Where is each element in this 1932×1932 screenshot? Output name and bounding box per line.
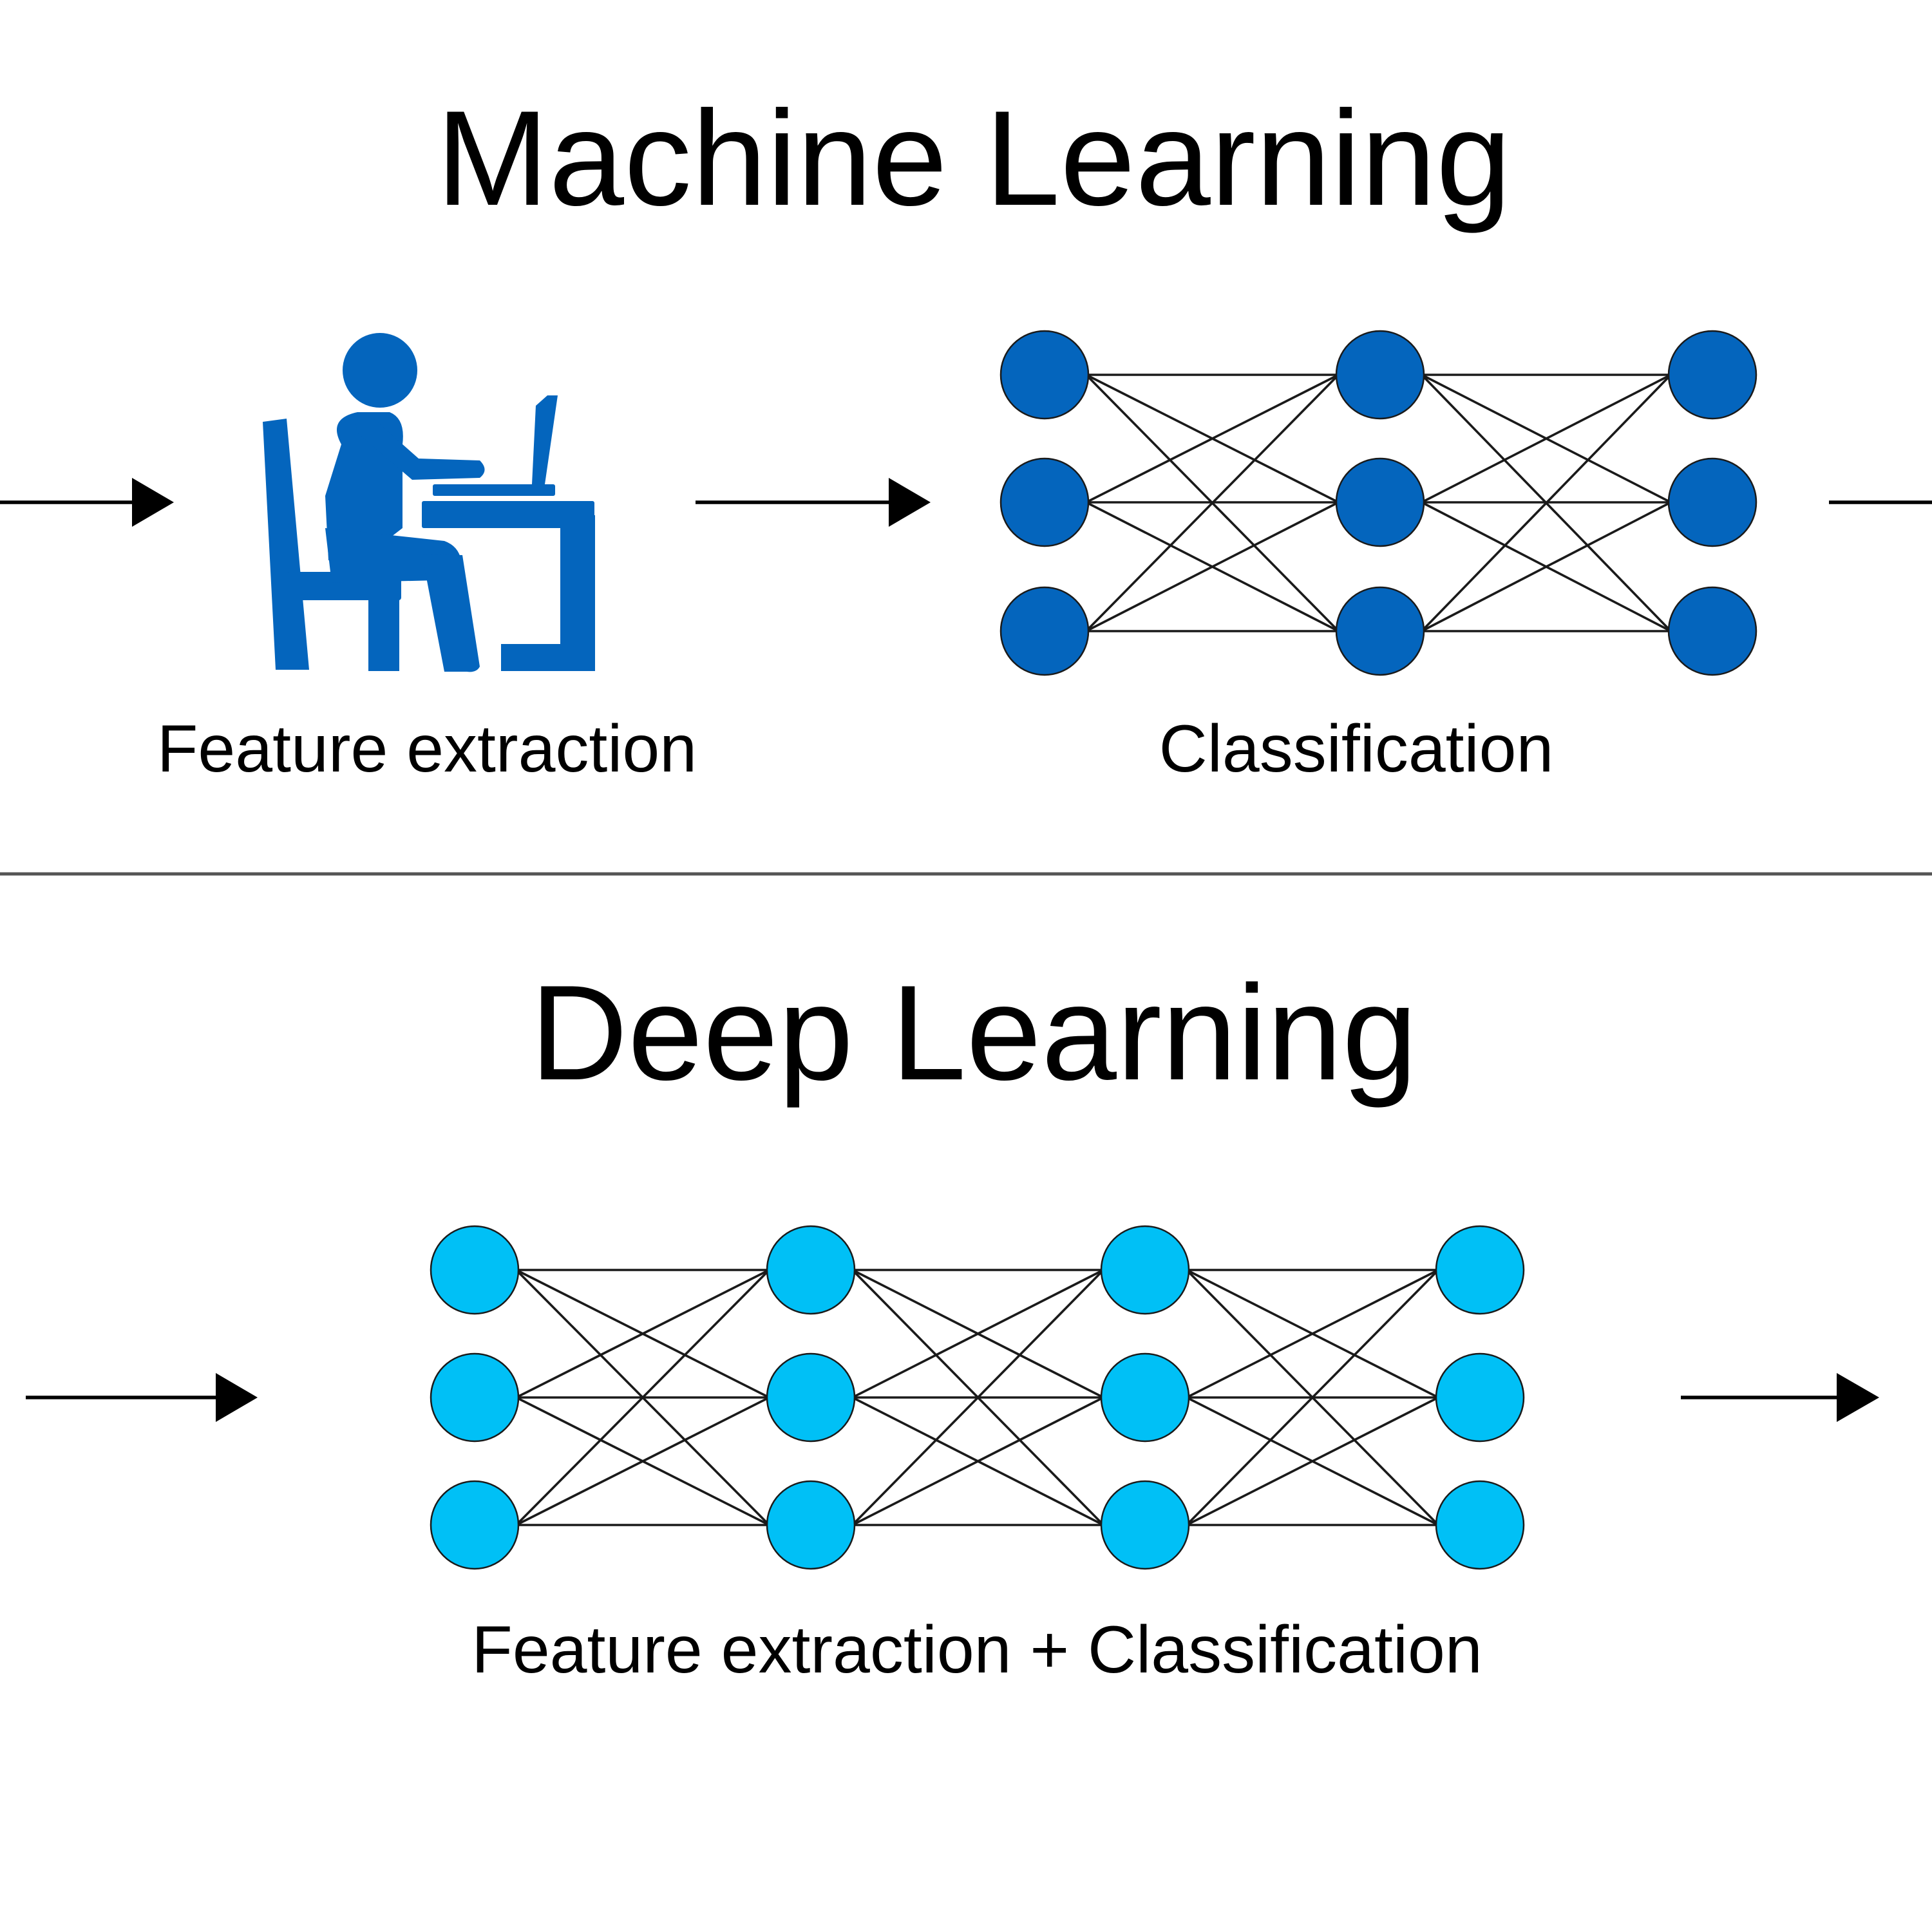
dl-network-edge xyxy=(851,1269,1104,1526)
machine-learning-section: Machine Learning xyxy=(0,82,1932,786)
dl-input-arrow xyxy=(26,1373,258,1422)
dl-output-arrow xyxy=(1681,1373,1879,1422)
ml-network-node xyxy=(999,457,1090,547)
dl-label: Feature extraction + Classification xyxy=(471,1613,1482,1687)
ml-network-edges xyxy=(1085,374,1672,632)
ml-classification-label: Classification xyxy=(1159,712,1554,786)
dl-network-node xyxy=(430,1225,520,1315)
dl-network-node xyxy=(430,1352,520,1443)
dl-network-node xyxy=(766,1352,856,1443)
ml-network-node xyxy=(1335,586,1425,676)
deep-learning-section: Deep Learning Feature extraction + Class… xyxy=(26,957,1879,1687)
ml-network-edge xyxy=(1085,501,1340,632)
dl-network-edge xyxy=(1186,1269,1439,1399)
dl-network-edge xyxy=(515,1269,770,1526)
dl-network-edge xyxy=(851,1396,1104,1526)
ml-network-node xyxy=(1335,330,1425,420)
ml-feature-extraction-label: Feature extraction xyxy=(157,712,697,786)
ml-title: Machine Learning xyxy=(436,82,1511,234)
dl-title: Deep Learning xyxy=(530,957,1417,1108)
dl-network-edges xyxy=(515,1269,1439,1526)
dl-network-edge xyxy=(851,1269,1104,1399)
dl-network-node xyxy=(1100,1225,1190,1315)
ml-network-edge xyxy=(1421,374,1672,632)
dl-network-edge xyxy=(1186,1269,1439,1526)
ml-network-edge xyxy=(1421,501,1672,632)
ml-network-edge xyxy=(1085,374,1340,504)
dl-network xyxy=(430,1225,1525,1570)
dl-network-node xyxy=(1100,1480,1190,1570)
ml-network-node xyxy=(1667,330,1757,420)
ml-network-node xyxy=(1667,457,1757,547)
dl-network-node xyxy=(1100,1352,1190,1443)
dl-network-edge xyxy=(515,1396,770,1526)
ml-network-edge xyxy=(1085,374,1340,632)
person-at-desk-icon xyxy=(263,333,595,672)
dl-network-node xyxy=(1435,1352,1525,1443)
ml-input-arrow xyxy=(0,478,174,527)
dl-network-node xyxy=(430,1480,520,1570)
dl-network-node xyxy=(1435,1480,1525,1570)
ml-network-node xyxy=(1667,586,1757,676)
ml-middle-arrow xyxy=(696,478,931,527)
dl-network-node xyxy=(1435,1225,1525,1315)
dl-network-node xyxy=(766,1480,856,1570)
dl-network-edge xyxy=(1186,1396,1439,1526)
ml-classification-network xyxy=(999,330,1757,676)
ml-network-node xyxy=(999,330,1090,420)
dl-network-node xyxy=(766,1225,856,1315)
ml-network-edge xyxy=(1421,374,1672,504)
ml-network-node xyxy=(999,586,1090,676)
dl-network-edge xyxy=(515,1269,770,1399)
ml-network-node xyxy=(1335,457,1425,547)
